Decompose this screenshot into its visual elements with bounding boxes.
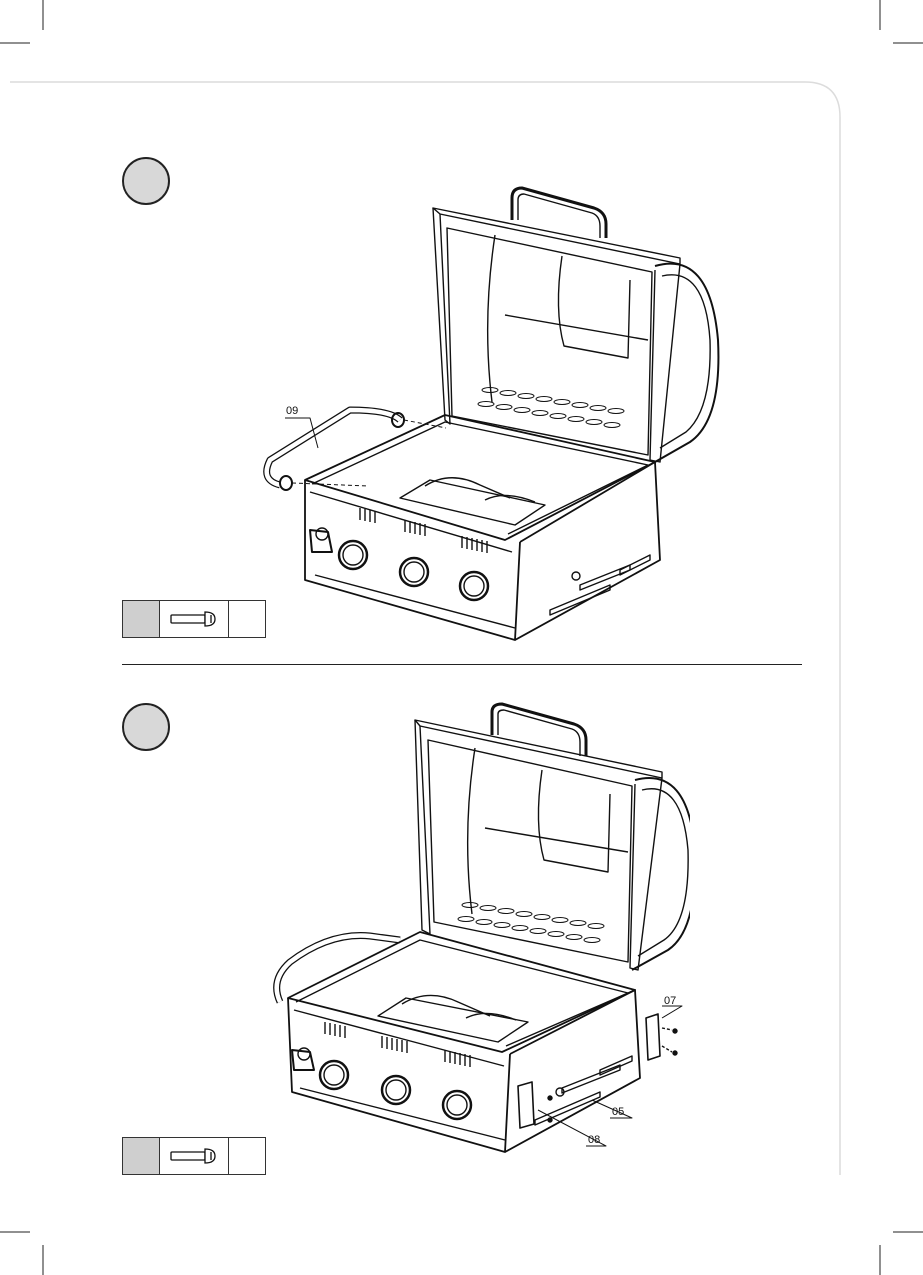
- hardware-quantity-cell: [123, 1138, 160, 1174]
- step-2-circle: [122, 703, 170, 751]
- step-divider: [122, 664, 802, 665]
- part-label-09: 09: [286, 405, 298, 417]
- hardware-quantity-cell: [123, 601, 160, 637]
- hardware-image-cell: [160, 1138, 229, 1174]
- part-label-07: 07: [664, 995, 676, 1007]
- part-label-08: 08: [588, 1134, 600, 1146]
- screw-icon: [169, 610, 219, 628]
- hardware-box-step-1: [122, 600, 266, 638]
- part-label-05: 05: [612, 1106, 624, 1118]
- hardware-image-cell: [160, 601, 229, 637]
- hardware-blank-cell: [229, 1138, 265, 1174]
- step-1-grill-illustration: 09: [250, 180, 730, 650]
- hardware-blank-cell: [229, 601, 265, 637]
- hardware-box-step-2: [122, 1137, 266, 1175]
- step-1-circle: [122, 157, 170, 205]
- screw-icon: [169, 1147, 219, 1165]
- step-2-grill-illustration: 07 05 08: [270, 700, 690, 1160]
